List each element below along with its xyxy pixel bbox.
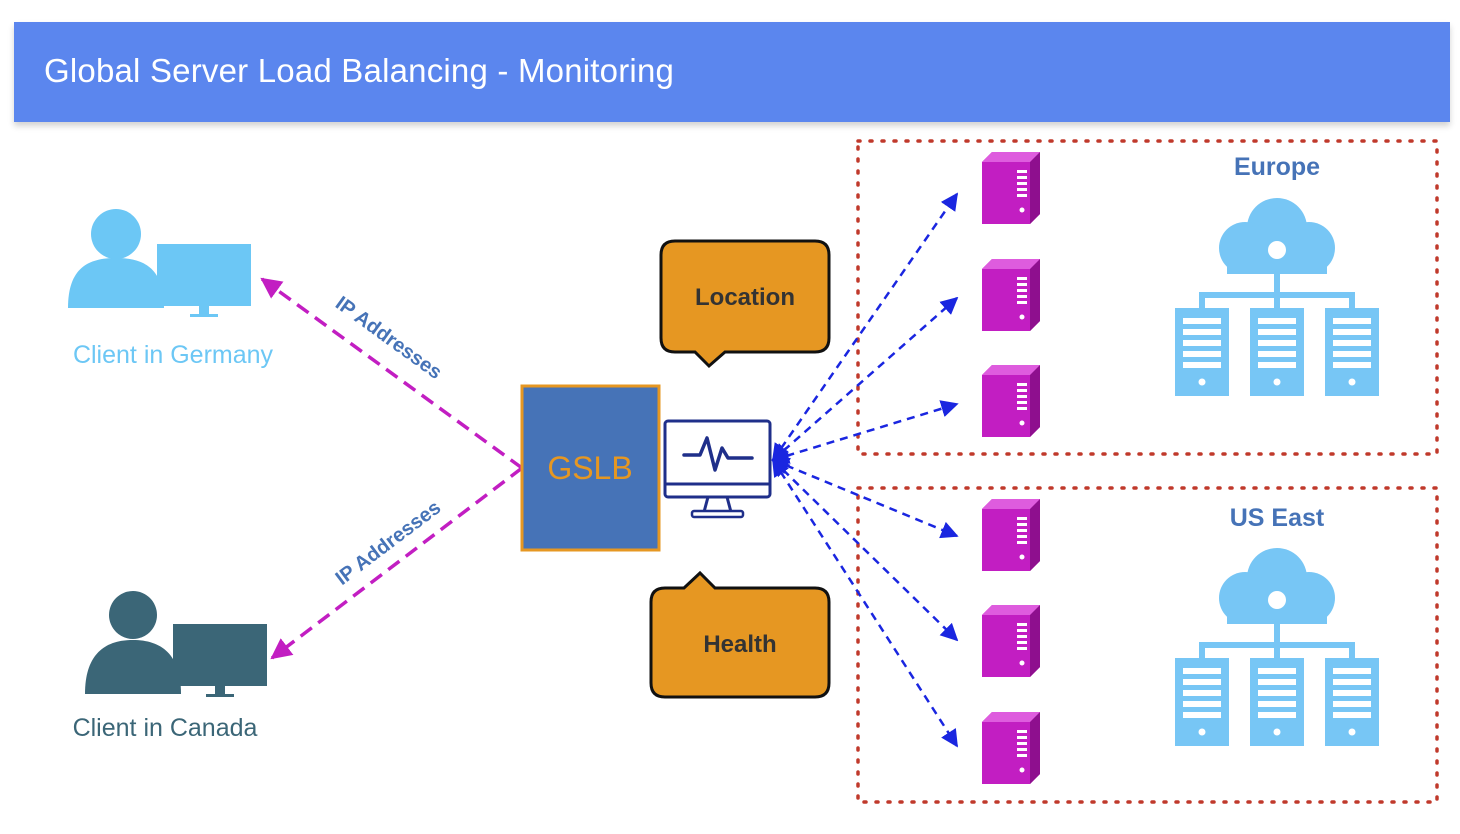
region-box-us-east xyxy=(856,486,1439,804)
callout-health xyxy=(649,570,831,699)
region-box-europe xyxy=(856,139,1439,456)
ip-label-bottom: IP Addresses xyxy=(332,497,446,590)
server-icon xyxy=(982,259,1040,331)
gslb-box xyxy=(520,384,661,552)
monitor-icon xyxy=(157,244,251,317)
callout-health-label: Health xyxy=(703,631,776,658)
probe-arrow xyxy=(771,400,959,464)
server-icon xyxy=(982,365,1040,437)
client-label-canada: Client in Canada xyxy=(73,714,258,742)
region-label-us-east: US East xyxy=(1230,504,1325,532)
user-icon xyxy=(85,591,181,694)
datacenter-us-east-icon xyxy=(1175,548,1379,746)
server-icon xyxy=(982,499,1040,571)
gslb-label: GSLB xyxy=(547,450,632,486)
datacenter-europe-icon xyxy=(1175,198,1379,396)
heartbeat-monitor-icon xyxy=(663,419,772,519)
server-icon xyxy=(982,712,1040,784)
user-icon xyxy=(68,209,164,308)
probe-arrow xyxy=(771,457,959,539)
server-icon xyxy=(982,152,1040,224)
client-label-germany: Client in Germany xyxy=(73,341,274,369)
monitor-icon xyxy=(173,624,267,697)
region-label-europe: Europe xyxy=(1234,153,1320,181)
page-title: Global Server Load Balancing - Monitorin… xyxy=(44,52,675,89)
header-bar: Global Server Load Balancing - Monitorin… xyxy=(14,22,1450,122)
callout-location xyxy=(659,239,831,369)
ip-arrow-germany xyxy=(260,277,524,470)
server-icon xyxy=(982,605,1040,677)
callout-location-label: Location xyxy=(695,284,795,311)
probe-arrows xyxy=(771,192,959,748)
probe-arrow xyxy=(771,458,959,748)
ip-arrow-canada xyxy=(270,466,524,660)
